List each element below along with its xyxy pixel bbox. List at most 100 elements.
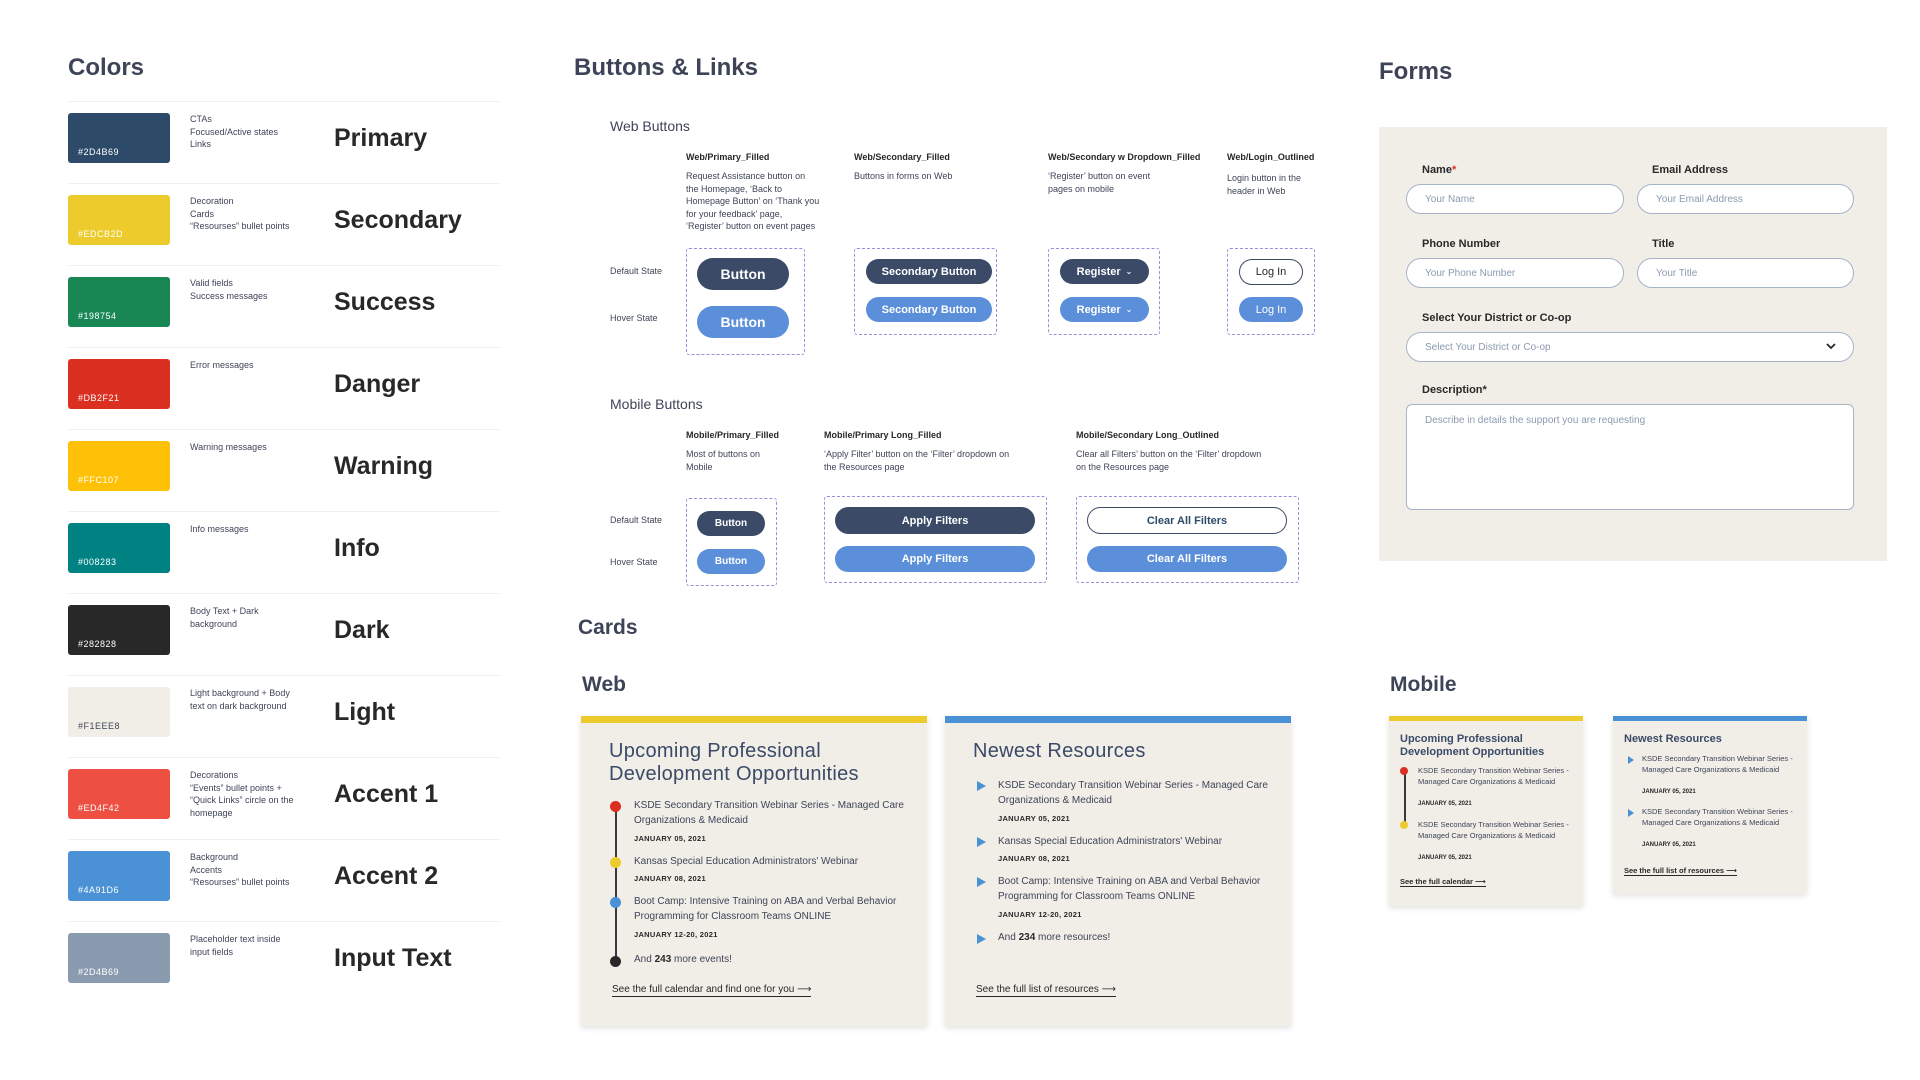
web-secondary-button-hover[interactable]: Secondary Button: [866, 297, 992, 322]
chevron-down-icon: ⌄: [1125, 305, 1133, 314]
color-swatch: #F1EEE8: [68, 687, 170, 737]
email-input[interactable]: Your Email Address: [1637, 184, 1854, 214]
event-title: KSDE Secondary Transition Webinar Series…: [1418, 820, 1569, 840]
color-hex: #EDCB2D: [78, 229, 124, 239]
color-hex: #008283: [78, 557, 117, 567]
mobile-calendar-link[interactable]: See the full calendar ⟶: [1400, 877, 1486, 887]
resources-card: Newest Resources KSDE Secondary Transiti…: [945, 716, 1291, 1026]
color-usage: Valid fields Success messages: [190, 278, 268, 301]
mobile-buttons-heading: Mobile Buttons: [610, 396, 703, 412]
color-swatch: #DB2F21: [68, 359, 170, 409]
apply-filters-button[interactable]: Apply Filters: [835, 507, 1035, 534]
event-title: KSDE Secondary Transition Webinar Series…: [634, 800, 904, 826]
clear-all-filters-button[interactable]: Clear All Filters: [1087, 507, 1287, 534]
web-secondary-label: Web/Secondary_Filled: [854, 152, 950, 162]
resource-title: KSDE Secondary Transition Webinar Series…: [998, 780, 1268, 806]
chevron-down-icon: [1825, 340, 1837, 355]
mobile-events-card: Upcoming Professional Development Opport…: [1389, 716, 1583, 906]
resource-bullet-icon: [977, 877, 986, 887]
mobile-primary-long-desc: ‘Apply Filter’ button on the ‘Filter’ dr…: [824, 449, 1010, 472]
web-login-label: Web/Login_Outlined: [1227, 152, 1315, 162]
district-select[interactable]: Select Your District or Co-op: [1406, 332, 1854, 362]
mobile-hover-state-label: Hover State: [610, 557, 658, 567]
resource-date: JANUARY 08, 2021: [998, 854, 1070, 863]
events-card-title: Upcoming Professional Development Opport…: [609, 740, 859, 785]
color-usage: Decorations “Events” bullet points + “Qu…: [190, 770, 294, 818]
color-swatch: #4A91D6: [68, 851, 170, 901]
district-label: Select Your District or Co-op: [1422, 312, 1572, 324]
phone-input[interactable]: Your Phone Number: [1406, 258, 1624, 288]
email-label: Email Address: [1652, 164, 1729, 176]
color-swatch: #2D4B69: [68, 113, 170, 163]
web-login-button[interactable]: Log In: [1239, 259, 1303, 285]
web-login-desc: Login button in the header in Web: [1227, 173, 1302, 196]
color-usage: Decoration Cards “Resourses” bullet poin…: [190, 196, 290, 231]
color-name: Info: [334, 534, 380, 562]
color-name: Dark: [334, 616, 390, 644]
color-name: Light: [334, 698, 396, 726]
mobile-secondary-long-label: Mobile/Secondary Long_Outlined: [1076, 430, 1220, 440]
link-text: See the full calendar: [1400, 877, 1473, 886]
events-timeline: [615, 808, 617, 962]
color-usage: Info messages: [190, 524, 249, 534]
color-usage: Body Text + Dark background: [190, 606, 259, 629]
name-label: Name*: [1422, 164, 1456, 176]
web-register-button[interactable]: Register⌄: [1060, 259, 1149, 284]
apply-filters-button-hover[interactable]: Apply Filters: [835, 546, 1035, 572]
clear-all-filters-button-hover[interactable]: Clear All Filters: [1087, 546, 1287, 572]
description-textarea[interactable]: Describe in details the support you are …: [1406, 404, 1854, 510]
link-text: See the full calendar and find one for y…: [612, 984, 795, 995]
event-title: KSDE Secondary Transition Webinar Series…: [1418, 766, 1569, 786]
resource-date: JANUARY 05, 2021: [1642, 789, 1696, 795]
event-bullet: [610, 897, 621, 908]
web-primary-desc: Request Assistance button on the Homepag…: [686, 171, 820, 231]
color-row: #EDCB2D Decoration Cards “Resourses” bull…: [68, 183, 500, 266]
resource-bullet-icon: [977, 837, 986, 847]
color-usage: CTAs Focused/Active states Links: [190, 114, 279, 149]
arrow-right-icon: ⟶: [1475, 877, 1486, 886]
color-hex: #DB2F21: [78, 393, 120, 403]
color-usage: Background Accents “Resourses” bullet po…: [190, 852, 290, 887]
color-name: Input Text: [334, 944, 452, 972]
card-accent-bar: [1389, 716, 1583, 721]
web-secondary-button[interactable]: Secondary Button: [866, 259, 992, 284]
web-register-button-hover[interactable]: Register ⌄: [1060, 297, 1149, 322]
color-hex: #FFC107: [78, 475, 120, 485]
web-secondary-desc: Buttons in forms on Web: [854, 171, 953, 181]
resources-list-link[interactable]: See the full list of resources ⟶: [976, 984, 1116, 997]
mobile-resources-card: Newest Resources KSDE Secondary Transiti…: [1613, 716, 1807, 894]
more-suffix: more resources!: [1035, 932, 1111, 943]
web-primary-button-hover[interactable]: Button: [697, 306, 789, 338]
mobile-cards-heading: Mobile: [1390, 673, 1457, 696]
color-name: Success: [334, 288, 436, 316]
color-swatch: #ED4F42: [68, 769, 170, 819]
resource-title: KSDE Secondary Transition Webinar Series…: [1642, 754, 1793, 774]
card-accent-bar: [1613, 716, 1807, 721]
events-calendar-link[interactable]: See the full calendar and find one for y…: [612, 984, 812, 997]
color-name: Accent 1: [334, 780, 439, 808]
mobile-secondary-long-desc: Clear all Filters’ button on the ‘Filter…: [1076, 449, 1262, 472]
color-usage: Warning messages: [190, 442, 267, 452]
mobile-primary-button[interactable]: Button: [697, 511, 765, 536]
web-cards-heading: Web: [582, 673, 626, 696]
more-prefix: And: [634, 954, 655, 965]
more-prefix: And: [998, 932, 1019, 943]
resource-date: JANUARY 12-20, 2021: [998, 910, 1082, 919]
resource-title: Kansas Special Education Administrators'…: [998, 836, 1223, 847]
event-title: Boot Camp: Intensive Training on ABA and…: [634, 896, 897, 922]
color-name: Warning: [334, 452, 434, 480]
web-default-state-label: Default State: [610, 266, 663, 276]
event-bullet: [610, 801, 621, 812]
title-input[interactable]: Your Title: [1637, 258, 1854, 288]
resource-title: KSDE Secondary Transition Webinar Series…: [1642, 807, 1793, 827]
web-primary-button[interactable]: Button: [697, 258, 789, 290]
resource-date: JANUARY 05, 2021: [1642, 842, 1696, 848]
mobile-resources-link[interactable]: See the full list of resources ⟶: [1624, 866, 1737, 876]
register-button-label: Register: [1076, 303, 1121, 316]
web-login-button-hover[interactable]: Log In: [1239, 297, 1303, 322]
mobile-primary-button-hover[interactable]: Button: [697, 549, 765, 574]
name-input[interactable]: Your Name: [1406, 184, 1624, 214]
